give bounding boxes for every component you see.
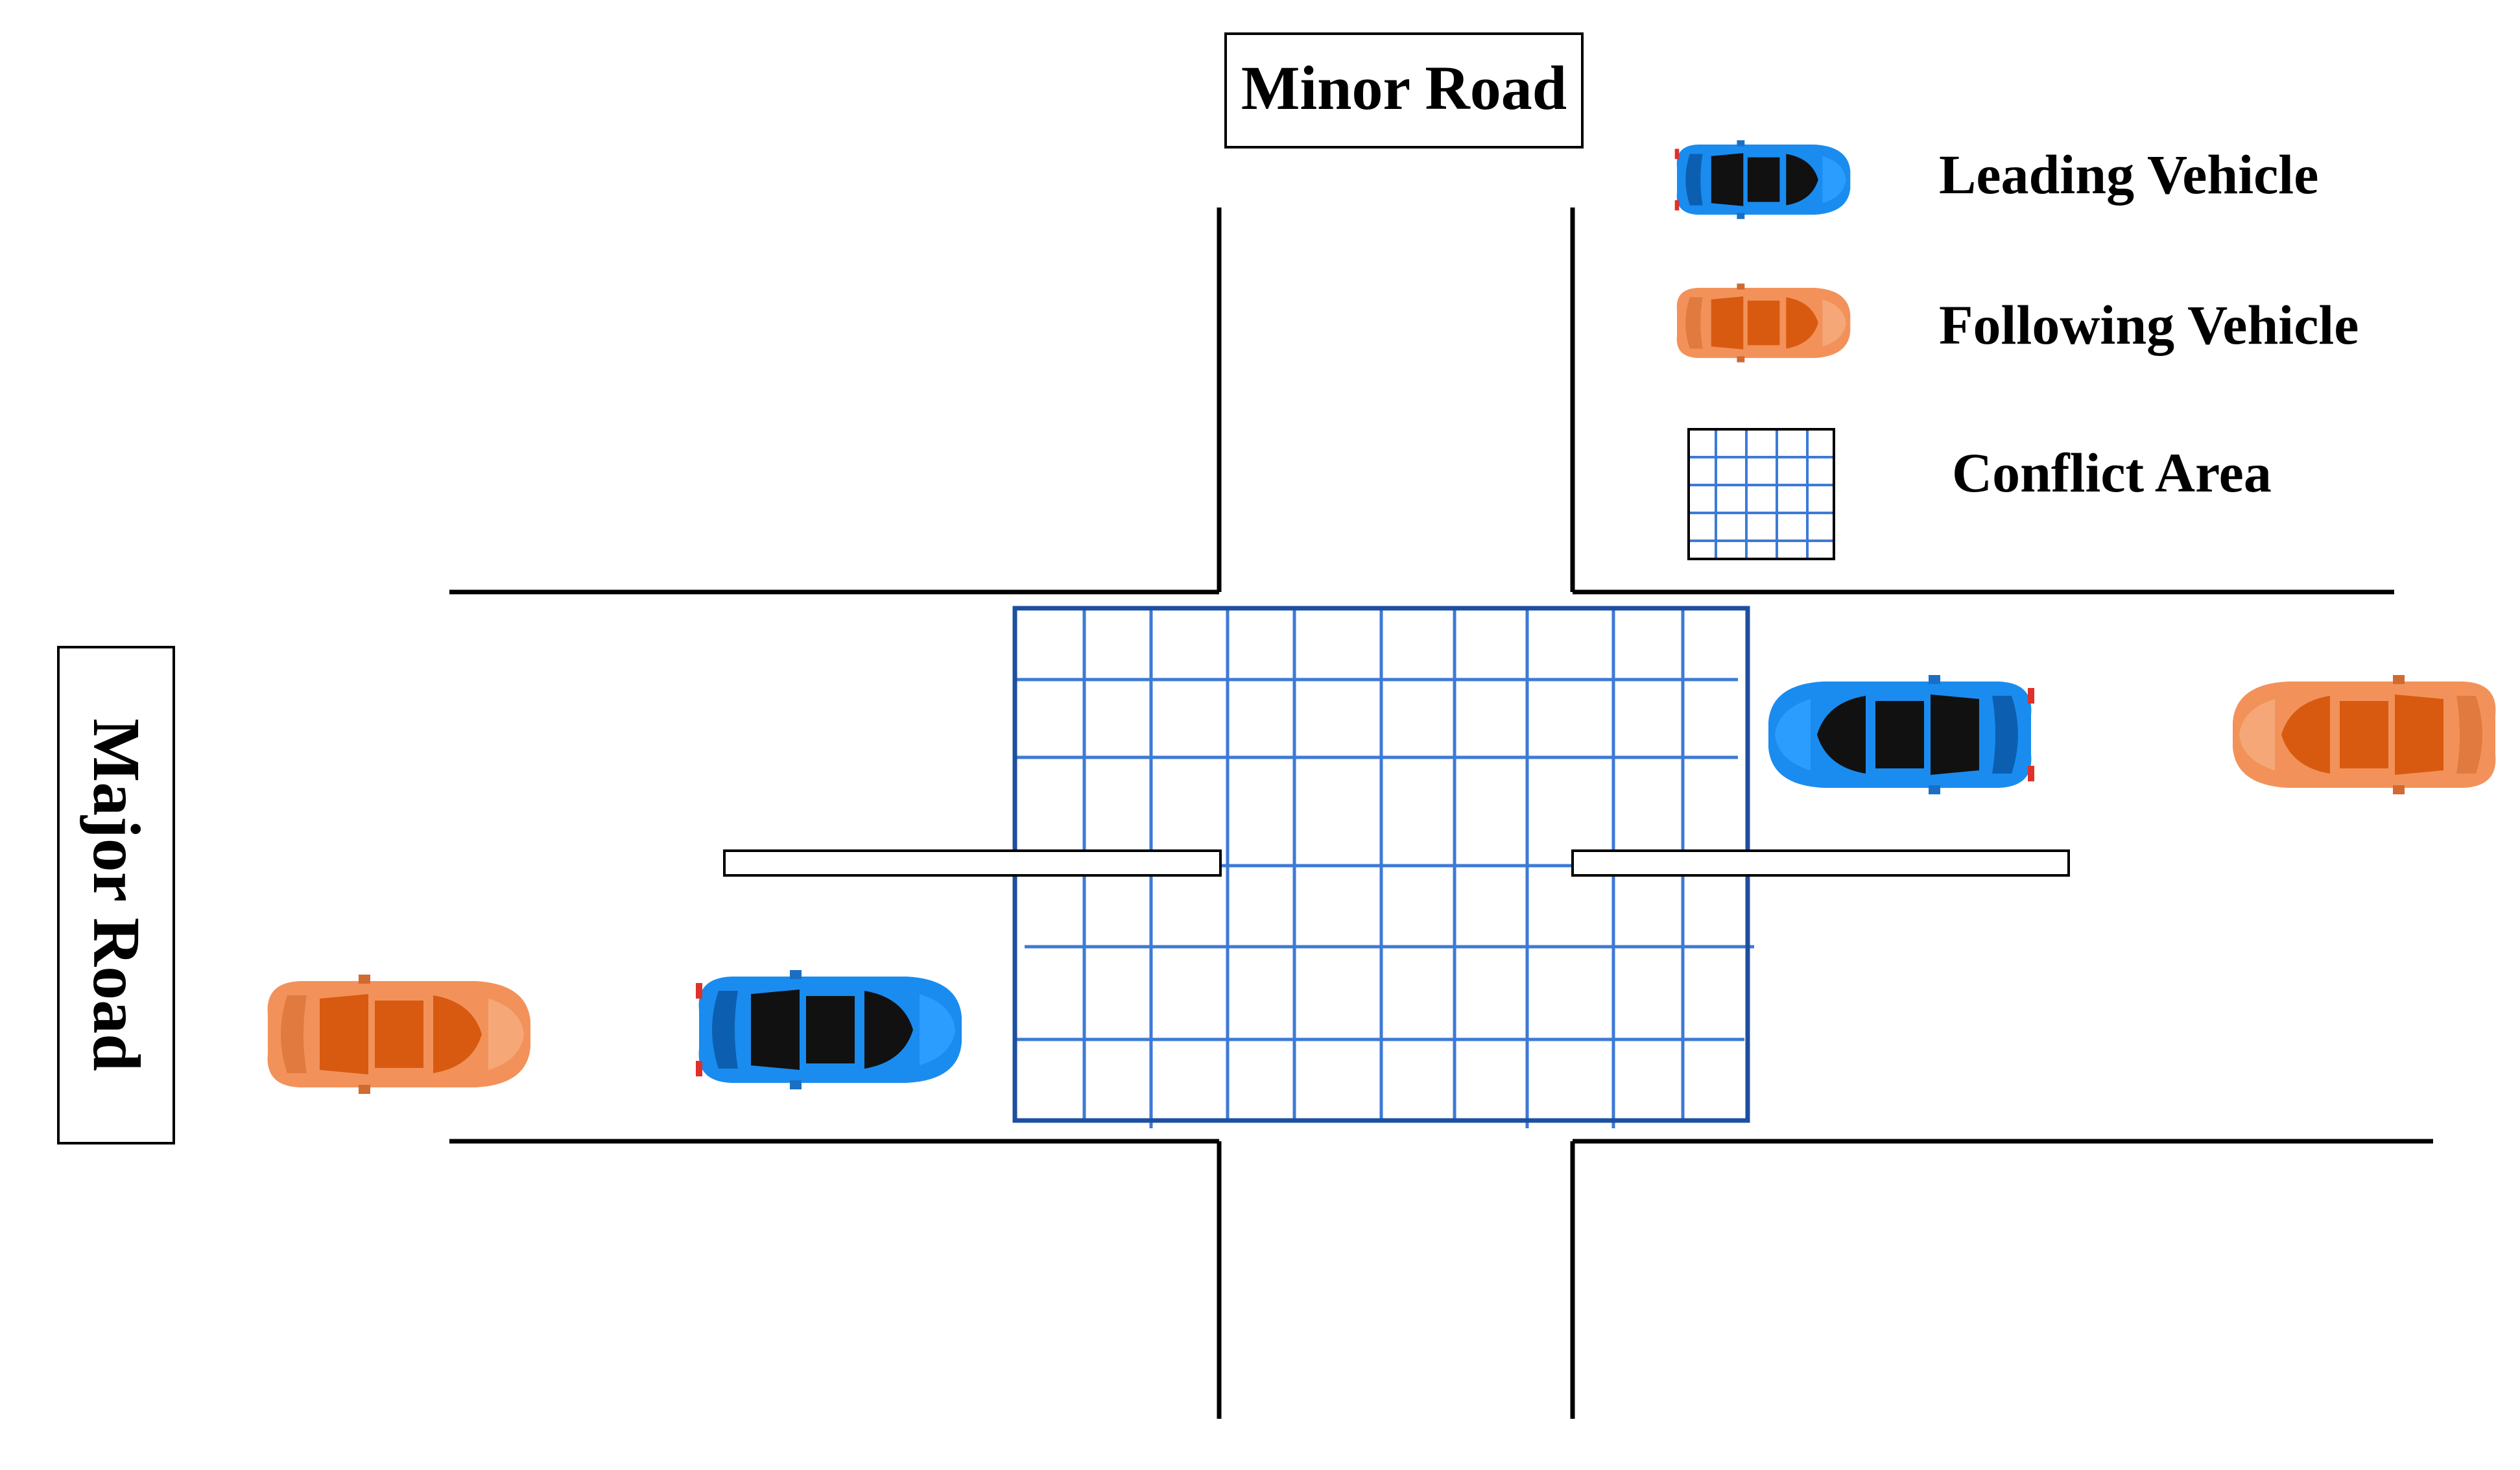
- leading-vehicle-eastbound: [696, 970, 962, 1089]
- following-vehicle-eastbound: [267, 975, 531, 1094]
- minor-road-label: Minor Road: [1224, 32, 1584, 148]
- median-island-left: [723, 849, 1222, 877]
- legend-conflict-area-icon: [1687, 428, 1835, 560]
- legend-leading-vehicle-label: Leading Vehicle: [1939, 143, 2318, 206]
- legend-leading-vehicle-icon: [1674, 140, 1851, 219]
- legend-following-vehicle-label: Following Vehicle: [1939, 294, 2359, 356]
- road-edges: [449, 207, 2433, 1419]
- median-island-right: [1571, 849, 2070, 877]
- major-road-text: Major Road: [79, 718, 154, 1071]
- legend-conflict-area-label: Conflict Area: [1952, 442, 2272, 504]
- minor-road-text: Minor Road: [1241, 53, 1567, 123]
- leading-vehicle-westbound: [1768, 675, 2034, 794]
- major-road-label: Major Road: [57, 646, 175, 1144]
- conflict-area: [1012, 606, 1754, 1128]
- legend: Leading Vehicle Following Vehicle Confli…: [1674, 140, 2359, 560]
- following-vehicle-westbound: [2233, 675, 2496, 794]
- legend-following-vehicle-icon: [1676, 283, 1851, 362]
